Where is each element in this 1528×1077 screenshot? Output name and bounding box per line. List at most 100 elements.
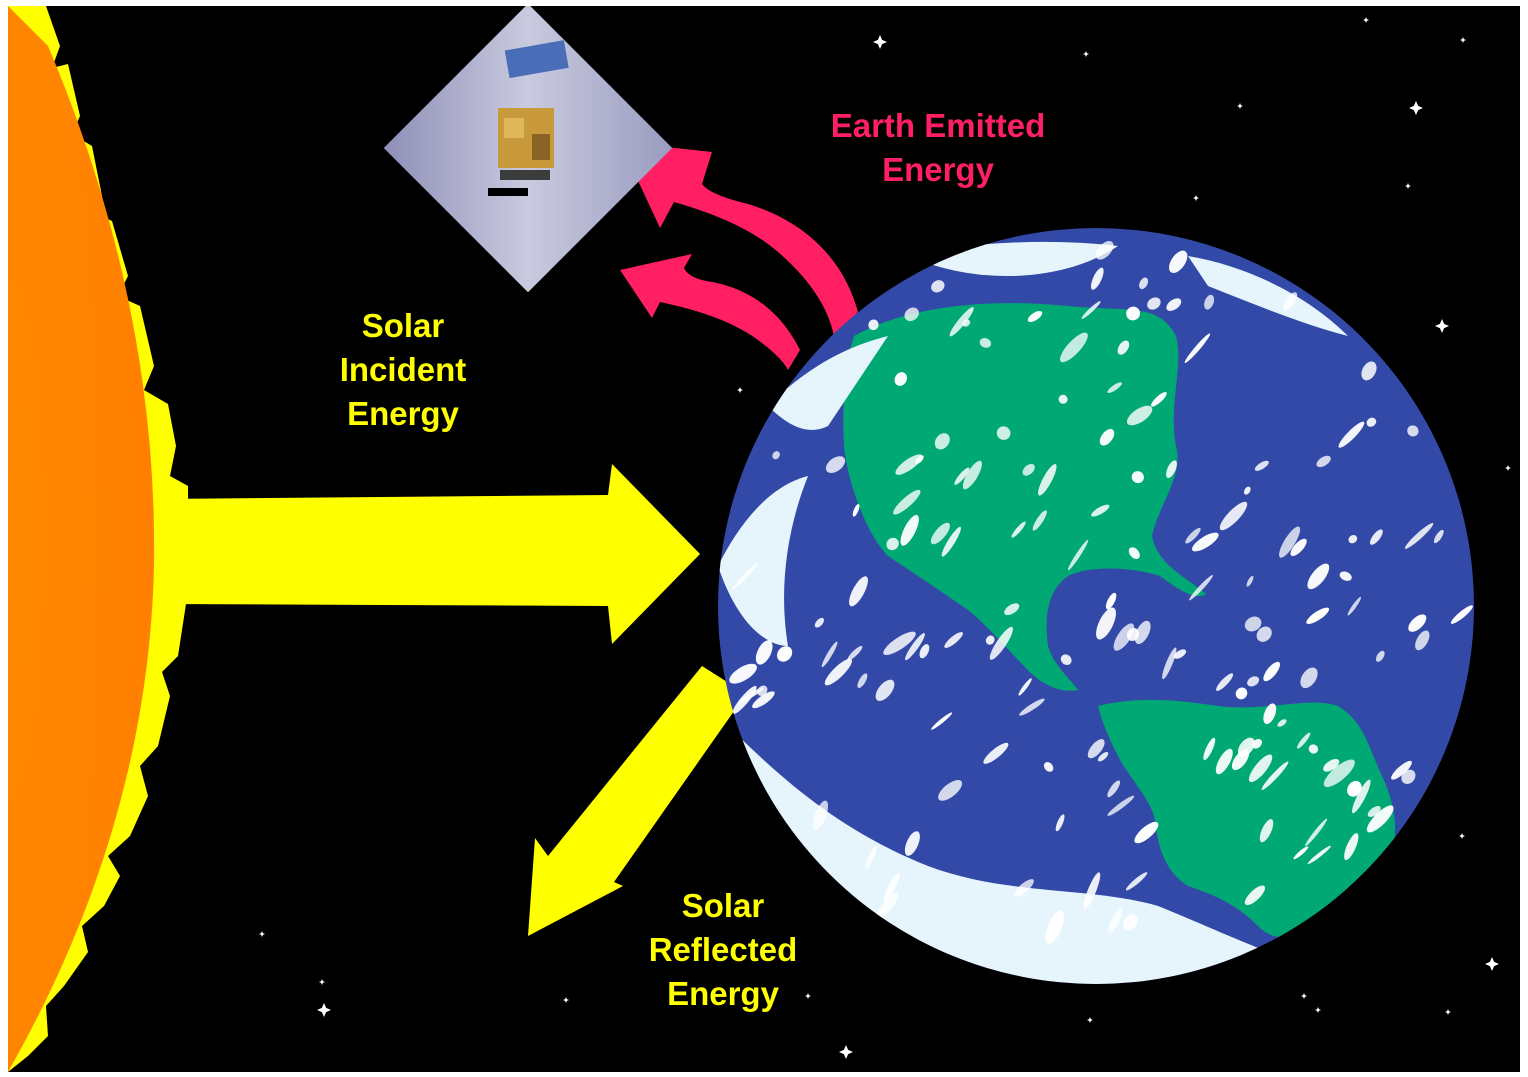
cloud-fleck xyxy=(1237,737,1255,757)
star-icon xyxy=(1435,319,1449,333)
cloud-fleck xyxy=(875,892,899,920)
cloud-fleck xyxy=(1022,463,1035,476)
earth-emitted-line-1: Earth Emitted xyxy=(830,107,1046,144)
cloud-fleck xyxy=(847,645,863,661)
star-icon xyxy=(1315,1007,1321,1013)
cloud-fleck xyxy=(1203,737,1216,761)
cloud-fleck xyxy=(919,644,930,659)
cloud-fleck xyxy=(1263,661,1281,682)
cloud-fleck xyxy=(1045,910,1065,944)
solar-reflected-line-1: Solar xyxy=(681,887,765,924)
diagram-artwork xyxy=(8,6,1511,1072)
cloud-fleck xyxy=(905,633,925,661)
star-icon xyxy=(805,993,811,999)
solar-reflected-label: Solar Reflected Energy xyxy=(623,884,823,1016)
star-icon xyxy=(1083,51,1089,57)
cloud-fleck xyxy=(1367,805,1381,818)
star-icon xyxy=(1459,833,1465,839)
cloud-fleck xyxy=(1407,425,1419,437)
cloud-fleck xyxy=(1306,607,1330,624)
earth-emitted-arrow-small xyxy=(620,254,800,370)
cloud-fleck xyxy=(1375,650,1385,662)
cloud-fleck xyxy=(729,663,757,684)
cloud-fleck xyxy=(941,526,961,557)
cloud-fleck xyxy=(1099,429,1115,446)
cloud-fleck xyxy=(1189,575,1213,601)
cloud-fleck xyxy=(821,641,838,668)
cloud-fleck xyxy=(1244,616,1262,632)
cloud-fleck xyxy=(1219,501,1248,531)
cloud-fleck xyxy=(1259,819,1274,843)
solar-reflected-arrow xyxy=(528,666,746,936)
cloud-fleck xyxy=(772,451,780,460)
cloud-fleck xyxy=(985,635,995,645)
cloud-fleck xyxy=(1107,795,1135,816)
star-icon xyxy=(1460,37,1466,43)
cloud-fleck xyxy=(1027,310,1043,323)
cloud-fleck xyxy=(1254,460,1269,471)
cloud-fleck xyxy=(1191,532,1219,552)
solar-reflected-line-3: Energy xyxy=(667,975,779,1012)
star-icon xyxy=(1301,993,1307,999)
earth-emitted-label: Earth Emitted Energy xyxy=(788,104,1088,192)
cloud-fleck xyxy=(852,503,860,517)
cloud-fleck xyxy=(930,522,950,545)
cloud-fleck xyxy=(1134,821,1159,844)
cloud-fleck xyxy=(893,489,921,515)
earth-emitted-line-2: Energy xyxy=(882,151,994,188)
cloud-fleck xyxy=(1184,333,1211,364)
cloud-fleck xyxy=(1067,539,1089,571)
star-icon xyxy=(319,979,325,985)
cloud-fleck xyxy=(1247,676,1260,687)
north-america xyxy=(843,303,1206,691)
cloud-fleck xyxy=(1279,526,1301,558)
cloud-fleck xyxy=(868,319,879,331)
cloud-fleck xyxy=(931,280,945,293)
cloud-fleck xyxy=(1308,744,1319,754)
cloud-fleck xyxy=(983,742,1009,764)
cloud-fleck xyxy=(1059,332,1088,363)
cloud-fleck xyxy=(1415,630,1430,651)
cloud-fleck xyxy=(944,632,963,648)
cloud-fleck xyxy=(1166,298,1182,311)
cloud-fleck xyxy=(1307,563,1330,590)
cloud-flecks xyxy=(729,241,1473,944)
cloud-fleck xyxy=(915,455,924,464)
cloud-fleck xyxy=(1096,607,1116,640)
cloud-fleck xyxy=(755,640,773,665)
cloud-fleck xyxy=(1105,592,1117,610)
cloud-fleck xyxy=(1128,547,1140,559)
cloud-fleck xyxy=(1204,294,1215,310)
cloud-fleck xyxy=(1348,535,1358,544)
cloud-fleck xyxy=(1290,538,1307,557)
cloud-fleck xyxy=(1246,575,1254,587)
cloud-fleck xyxy=(1352,779,1371,814)
cloud-fleck xyxy=(1347,780,1362,797)
cloud-fleck xyxy=(1162,647,1177,680)
cloud-fleck xyxy=(1083,872,1101,910)
cloud-fleck xyxy=(938,780,963,801)
cloud-fleck xyxy=(1307,845,1331,865)
cloud-fleck xyxy=(1401,769,1416,785)
sun-icon xyxy=(8,6,188,1072)
star-icon xyxy=(317,1003,331,1017)
cloud-fleck xyxy=(731,562,759,591)
cloud-fleck xyxy=(1404,523,1434,549)
satellite-icon xyxy=(383,6,673,293)
cloud-fleck xyxy=(1370,529,1383,545)
solar-incident-line-3: Energy xyxy=(347,395,459,432)
cloud-fleck xyxy=(1347,596,1362,616)
cloud-fleck xyxy=(824,658,853,686)
cloud-fleck xyxy=(883,631,916,656)
cloud-fleck xyxy=(1097,751,1109,762)
cloud-fleck xyxy=(814,617,824,628)
cloud-fleck xyxy=(1244,885,1266,906)
star-icon xyxy=(1087,1017,1093,1023)
cloud-fleck xyxy=(1235,687,1248,700)
cloud-fleck xyxy=(1216,673,1234,691)
cloud-fleck xyxy=(900,514,919,546)
cloud-fleck xyxy=(1032,510,1047,531)
cloud-fleck xyxy=(1060,654,1072,666)
cloud-fleck xyxy=(886,537,899,551)
cloud-fleck xyxy=(934,433,950,450)
